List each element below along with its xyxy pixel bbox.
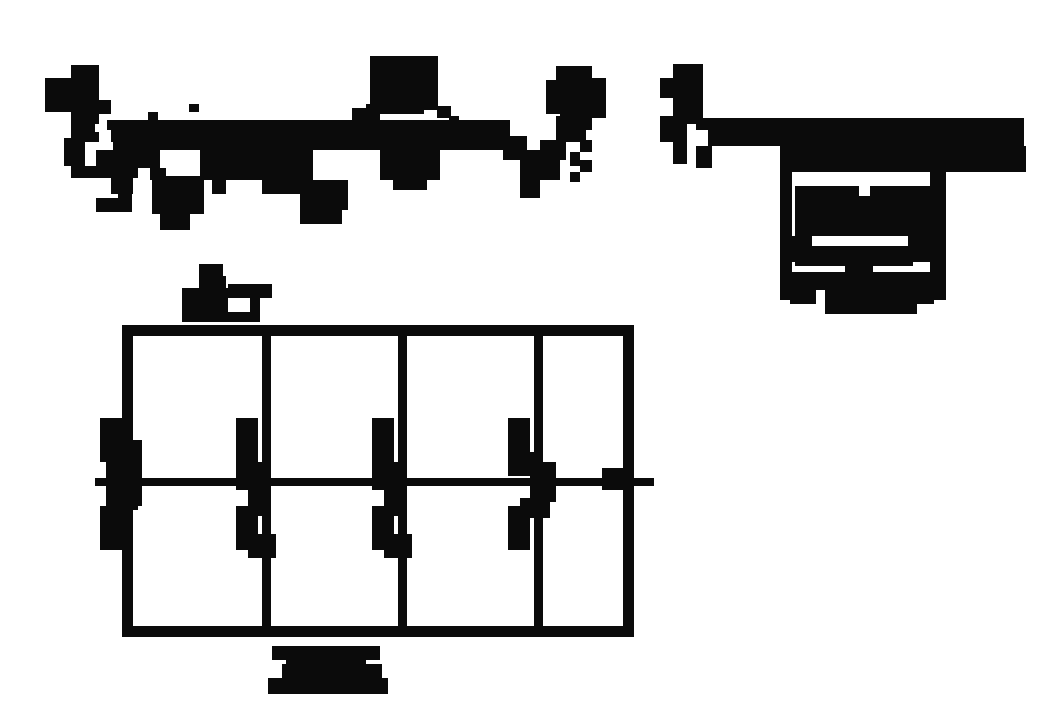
table-cell-blob <box>530 476 556 502</box>
ink-block-top-left <box>200 150 250 180</box>
ink-block-top-left <box>212 180 226 194</box>
ink-block-top-left <box>380 150 440 180</box>
table-top-label-blob <box>250 298 260 320</box>
ink-block-top-left <box>99 100 111 114</box>
ink-block-top-left <box>85 124 95 132</box>
ink-block-top-left <box>152 176 204 214</box>
table-cell-blob <box>372 462 406 490</box>
ink-block-top-left <box>45 100 71 112</box>
table-cell-text-blobs <box>100 418 624 558</box>
ink-block-top-left <box>118 188 132 212</box>
ink-block-top-left <box>352 118 380 128</box>
ink-block-top-left <box>160 214 190 230</box>
ink-block-top-right <box>825 290 917 314</box>
ink-block-top-right <box>870 186 930 216</box>
ink-block-top-left <box>580 160 592 172</box>
top-right-structure <box>660 64 1026 314</box>
ink-block-top-right <box>795 246 913 266</box>
table-cell-blob <box>384 534 412 558</box>
ink-block-top-left <box>520 180 540 198</box>
ink-block-top-left <box>71 124 85 166</box>
ink-block-top-right <box>790 288 816 304</box>
table-top-label-blob <box>204 276 226 290</box>
ink-block-top-right <box>673 124 687 164</box>
ink-block-top-right <box>860 118 874 128</box>
ink-block-top-left <box>580 140 592 152</box>
ink-block-top-left <box>138 150 160 168</box>
ink-block-top-left <box>570 152 580 166</box>
ink-block-top-left <box>546 80 562 114</box>
table-cell-blob <box>602 468 624 490</box>
ink-block-top-left <box>424 96 438 110</box>
table-cell-blob <box>236 418 258 464</box>
grid-table <box>95 264 654 694</box>
ink-block-top-left <box>96 150 138 178</box>
table-top-label <box>182 264 272 322</box>
table-bottom-label <box>268 646 388 694</box>
ink-block-top-right <box>673 64 703 80</box>
ink-block-top-right <box>660 78 676 98</box>
ink-block-top-left <box>540 140 566 160</box>
top-left-structure <box>45 56 606 230</box>
ink-block-top-right <box>855 212 879 236</box>
ink-block-top-left <box>556 116 570 142</box>
ink-block-top-left <box>570 172 580 182</box>
table-bottom-label-blob <box>268 678 388 694</box>
table-cell-blob <box>520 498 550 518</box>
table-border-bottom <box>122 626 634 637</box>
table-cell-blob <box>372 418 394 464</box>
ink-block-top-left <box>300 180 348 210</box>
ink-block-top-left <box>437 106 451 118</box>
ink-block-top-left <box>440 120 510 148</box>
table-bottom-label-blob <box>282 664 382 680</box>
ink-block-top-right <box>845 266 873 284</box>
ink-block-top-left <box>570 130 586 142</box>
table-top-label-blob <box>182 288 228 312</box>
ink-block-top-right <box>855 252 871 266</box>
ink-block-top-left <box>71 65 99 79</box>
ink-block-top-right <box>686 110 698 120</box>
table-cell-blob <box>236 462 270 490</box>
ink-block-top-left <box>189 104 199 112</box>
table-bottom-label-blob <box>286 654 304 664</box>
ink-block-top-left <box>85 132 99 142</box>
table-cell-blob <box>112 462 138 482</box>
ink-block-top-left <box>113 120 503 150</box>
ink-block-top-left <box>247 136 299 154</box>
ink-block-top-left <box>300 210 342 224</box>
table-top-label-blob <box>228 284 272 298</box>
ink-block-top-right <box>930 172 946 300</box>
table-cell-blob <box>248 534 276 558</box>
table-border-top <box>122 325 634 336</box>
ink-block-top-left <box>366 104 424 114</box>
ink-block-top-left <box>247 150 313 180</box>
ink-block-top-left <box>148 112 158 122</box>
table-top-label-blob <box>182 312 260 322</box>
table-cell-blob <box>112 498 138 510</box>
ink-block-top-left <box>592 78 606 118</box>
ink-block-top-right <box>780 146 1026 172</box>
table-cell-blob <box>100 506 126 550</box>
ink-block-top-right <box>696 146 712 168</box>
ink-block-top-left <box>71 78 99 124</box>
ink-block-top-left <box>64 138 74 166</box>
ink-block-top-left <box>393 180 427 190</box>
